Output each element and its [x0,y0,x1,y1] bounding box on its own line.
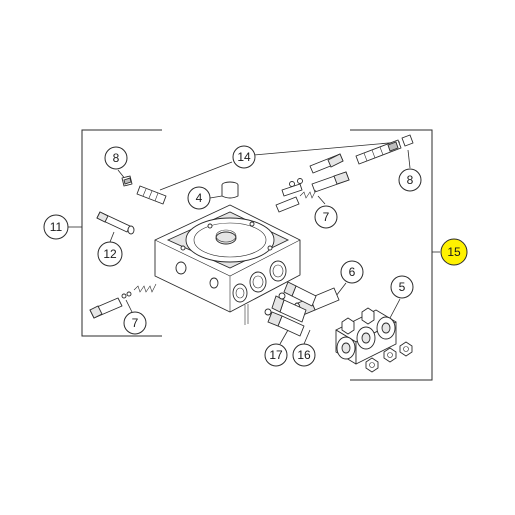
callout-14-label: 14 [237,150,251,164]
left-assembly-bracket [81,129,162,337]
callout-6: 6 [340,260,364,284]
part-8-right-fitting [401,134,414,147]
callout-7-right: 7 [314,205,338,229]
leader-14-b [253,141,401,156]
callout-8-right-label: 8 [407,173,414,187]
callout-8-right: 8 [398,168,422,192]
leader-4 [209,195,223,199]
leader-7-left [125,299,133,313]
leader-7-right [317,195,326,205]
part-14-left-cartridge [136,185,167,205]
part-16-17-cartridges [264,281,317,337]
part-7-right-cartridges [275,153,350,213]
leader-6 [335,282,347,297]
part-7-left-spring-cartridge [89,283,157,319]
callout-12-label: 12 [103,247,117,261]
callout-5: 5 [390,275,414,299]
callout-11-label: 11 [50,220,63,234]
callout-16-label: 16 [297,348,311,362]
callout-5-label: 5 [399,280,406,294]
callout-11: 11 [43,214,69,240]
leader-16 [303,329,311,345]
leader-5 [389,298,401,319]
callout-14: 14 [232,145,256,169]
callout-7-left: 7 [123,311,147,335]
part-12-valve [96,211,135,235]
leader-14-a [159,161,233,191]
leader-8-right [407,149,411,169]
callout-7-left-label: 7 [132,316,139,330]
callout-7-right-label: 7 [323,210,330,224]
callout-17-label: 17 [269,348,283,362]
callout-6-label: 6 [349,265,356,279]
callout-12: 12 [97,241,123,267]
callout-4: 4 [187,186,211,210]
part-4-cap [221,181,239,199]
right-assembly-bracket [350,129,433,381]
leader-12 [109,231,115,243]
part-14-right-cartridge [355,139,402,165]
leader-17 [279,329,289,345]
manifold-block [154,204,301,325]
callout-17: 17 [264,343,288,367]
callout-15: 15 [440,238,468,266]
callout-15-label: 15 [447,245,461,259]
callout-4-label: 4 [196,191,203,205]
callout-8-left-label: 8 [113,151,120,165]
part-5-solenoid-coils [335,307,413,373]
callout-8-left: 8 [104,146,128,170]
part-8-left-fitting [121,175,133,187]
callout-16: 16 [292,343,316,367]
